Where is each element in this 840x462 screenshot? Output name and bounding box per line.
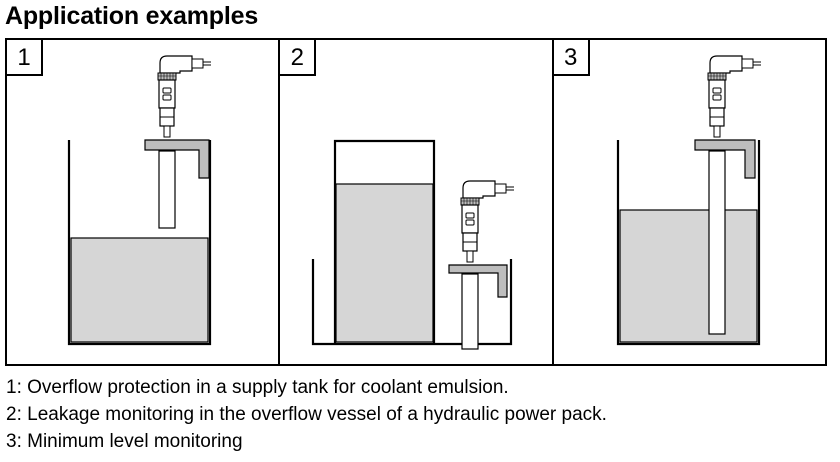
- panel-number: 1: [7, 40, 43, 76]
- panel-1: 1: [7, 40, 278, 364]
- mounting-bracket: [694, 139, 756, 179]
- overflow-vessel-walls: [312, 259, 513, 346]
- level-sensor-icon: [460, 180, 515, 350]
- level-sensor-icon: [707, 55, 762, 335]
- diagram-overflow-protection: [67, 55, 212, 346]
- tank-walls: [616, 140, 760, 346]
- captions: 1: Overflow protection in a supply tank …: [6, 374, 607, 455]
- panel-2: 2: [278, 40, 551, 364]
- tank-liquid: [619, 209, 758, 343]
- application-panels: 1 2 3: [5, 38, 827, 366]
- caption-1: 1: Overflow protection in a supply tank …: [6, 377, 509, 398]
- mounting-bracket: [448, 264, 508, 298]
- inner-tank-walls: [334, 139, 436, 344]
- diagram-minimum-level: [616, 55, 762, 346]
- panel-number: 3: [553, 40, 590, 76]
- panel-3: 3: [551, 40, 825, 364]
- tank-liquid: [70, 237, 209, 343]
- panel-number: 2: [280, 40, 317, 76]
- level-sensor-icon: [157, 55, 212, 229]
- caption-2: 2: Leakage monitoring in the overflow ve…: [6, 404, 607, 425]
- page-title: Application examples: [5, 2, 259, 30]
- diagram-leakage-monitoring: [312, 139, 515, 350]
- inner-tank-liquid: [335, 183, 434, 343]
- tank-walls: [67, 140, 212, 346]
- mounting-bracket: [144, 139, 210, 179]
- caption-3: 3: Minimum level monitoring: [6, 431, 243, 452]
